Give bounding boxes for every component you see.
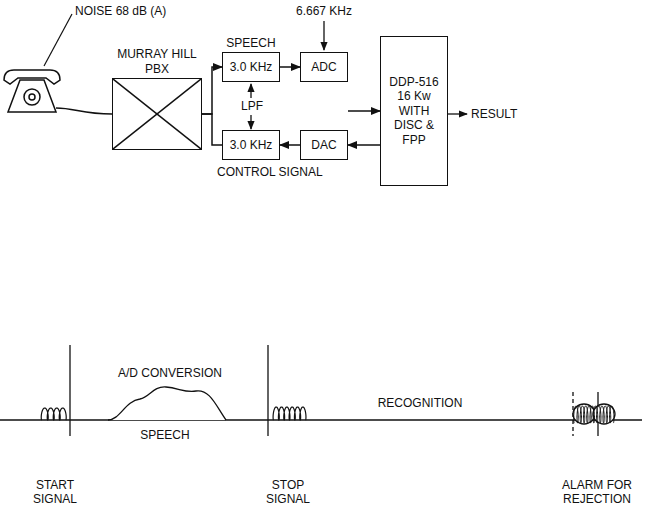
telephone-base: [8, 80, 56, 112]
tone-burst: [41, 408, 66, 420]
signal-line: [348, 110, 380, 112]
filter-label: LPF: [241, 99, 263, 113]
box-label: ADC: [311, 60, 336, 74]
noise-callout: NOISE 68 dB (A): [75, 4, 166, 18]
switch-cross: [113, 79, 201, 149]
computer-box: DDP-516 16 Kw WITH DISC & FPP: [380, 36, 448, 186]
signal-line: [202, 114, 222, 145]
box-heading: CONTROL SIGNAL: [217, 165, 323, 179]
timing-chart: [0, 345, 642, 436]
phase-label: RECOGNITION: [370, 396, 470, 410]
signal-label: START SIGNAL: [25, 478, 85, 507]
telephone-dial-hub: [29, 94, 35, 100]
signal-line: [202, 67, 222, 114]
telephone: [4, 70, 112, 114]
speech-waveform: [108, 387, 226, 420]
box-heading: MURRAY HILL PBX: [113, 47, 201, 76]
signal-line: [280, 144, 300, 146]
pbx-switch: MURRAY HILL PBX: [112, 78, 202, 150]
box-label: DAC: [311, 138, 336, 152]
result-arrow: [446, 113, 467, 114]
tone-burst: [574, 406, 614, 423]
clock-rate: 6.667 KHz: [296, 4, 352, 18]
signal-line: [348, 144, 380, 146]
box-heading: SPEECH: [213, 36, 289, 50]
phase-boundary: [69, 345, 70, 436]
tone-burst: [273, 407, 306, 420]
lpf-pointer: [250, 115, 251, 129]
telephone-cord: [56, 108, 112, 114]
time-axis: [0, 419, 642, 420]
lowpass-filter: 3.0 KHzCONTROL SIGNAL: [222, 130, 280, 160]
lpf-pointer: [250, 84, 251, 98]
telephone-dial: [24, 89, 40, 105]
signal-line: [280, 66, 300, 68]
clock-arrow: [323, 21, 324, 50]
converter-box: DAC: [300, 130, 348, 160]
tone-bursts: [41, 406, 614, 423]
lowpass-filter: SPEECH3.0 KHz: [222, 52, 280, 82]
box-label: 3.0 KHz: [230, 138, 273, 152]
waveform-label: SPEECH: [130, 428, 200, 442]
box-label: DDP-516 16 Kw WITH DISC & FPP: [386, 75, 442, 147]
cross-line: [113, 79, 201, 149]
leader-line: [44, 14, 72, 66]
phase-label: A/D CONVERSION: [105, 366, 235, 380]
output-label: RESULT: [471, 107, 517, 121]
phase-boundary: [267, 345, 268, 436]
signal-label: STOP SIGNAL: [258, 478, 318, 507]
box-label: 3.0 KHz: [230, 60, 273, 74]
converter-box: ADC: [300, 52, 348, 82]
signal-label: ALARM FOR REJECTION: [552, 478, 642, 507]
cross-line: [113, 79, 201, 149]
